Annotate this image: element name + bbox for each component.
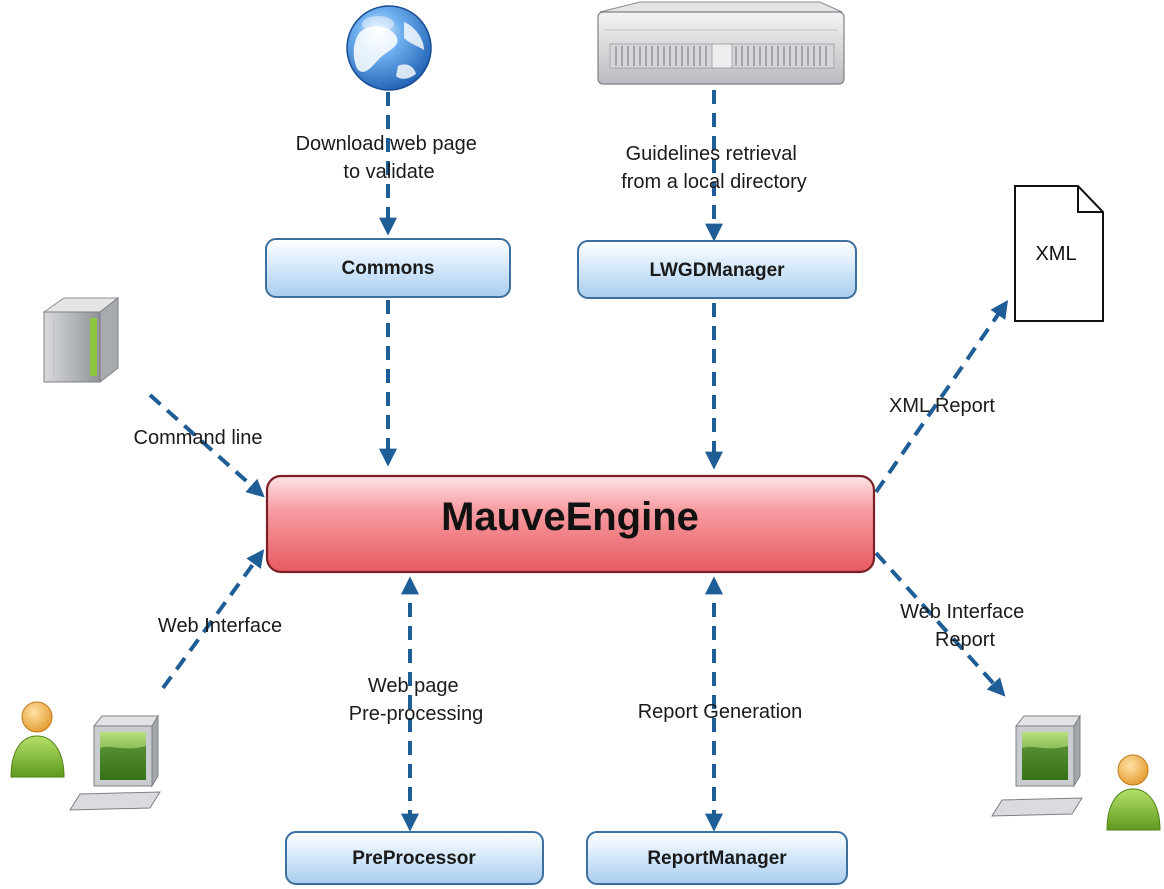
arrow-commandline-to-engine [148,393,265,498]
module-reportmanager-label: ReportManager [647,848,787,869]
flow-arrows [148,90,1009,832]
tower-computer-icon [42,296,120,384]
engine-label: MauveEngine [441,495,699,539]
module-preprocessor-label: PreProcessor [352,848,476,869]
label-report-generation: Report Generation [638,701,803,723]
label-guidelines-retrieval: Guidelines retrieval from a local direct… [621,143,807,193]
label-download-web-page: Download web page to validate [296,133,483,183]
label-preprocessing: Web page Pre-processing [349,675,484,725]
globe-icon [346,5,432,91]
module-lwgdmanager: LWGDManager [577,240,857,299]
label-web-interface-report: Web Interface Report [900,601,1030,651]
user-workstation-icon [10,701,161,811]
xml-document-label: XML [1035,243,1076,265]
user-workstation-icon [991,714,1161,831]
module-reportmanager: ReportManager [586,831,848,885]
server-rack-icon [597,1,845,85]
module-lwgdmanager-label: LWGDManager [649,260,785,281]
module-preprocessor: PreProcessor [285,831,544,885]
arrow-webuser-to-engine [161,549,265,690]
module-commons-label: Commons [342,258,435,279]
module-commons: Commons [265,238,511,298]
arrow-engine-to-xml [874,300,1009,494]
label-command-line: Command line [134,427,263,449]
engine-box: MauveEngine [265,474,876,574]
arrow-engine-to-webuser [874,551,1006,697]
label-xml-report: XML Report [889,395,995,417]
label-web-interface: Web Interface [158,615,282,637]
document-icon: XML [1014,185,1104,322]
